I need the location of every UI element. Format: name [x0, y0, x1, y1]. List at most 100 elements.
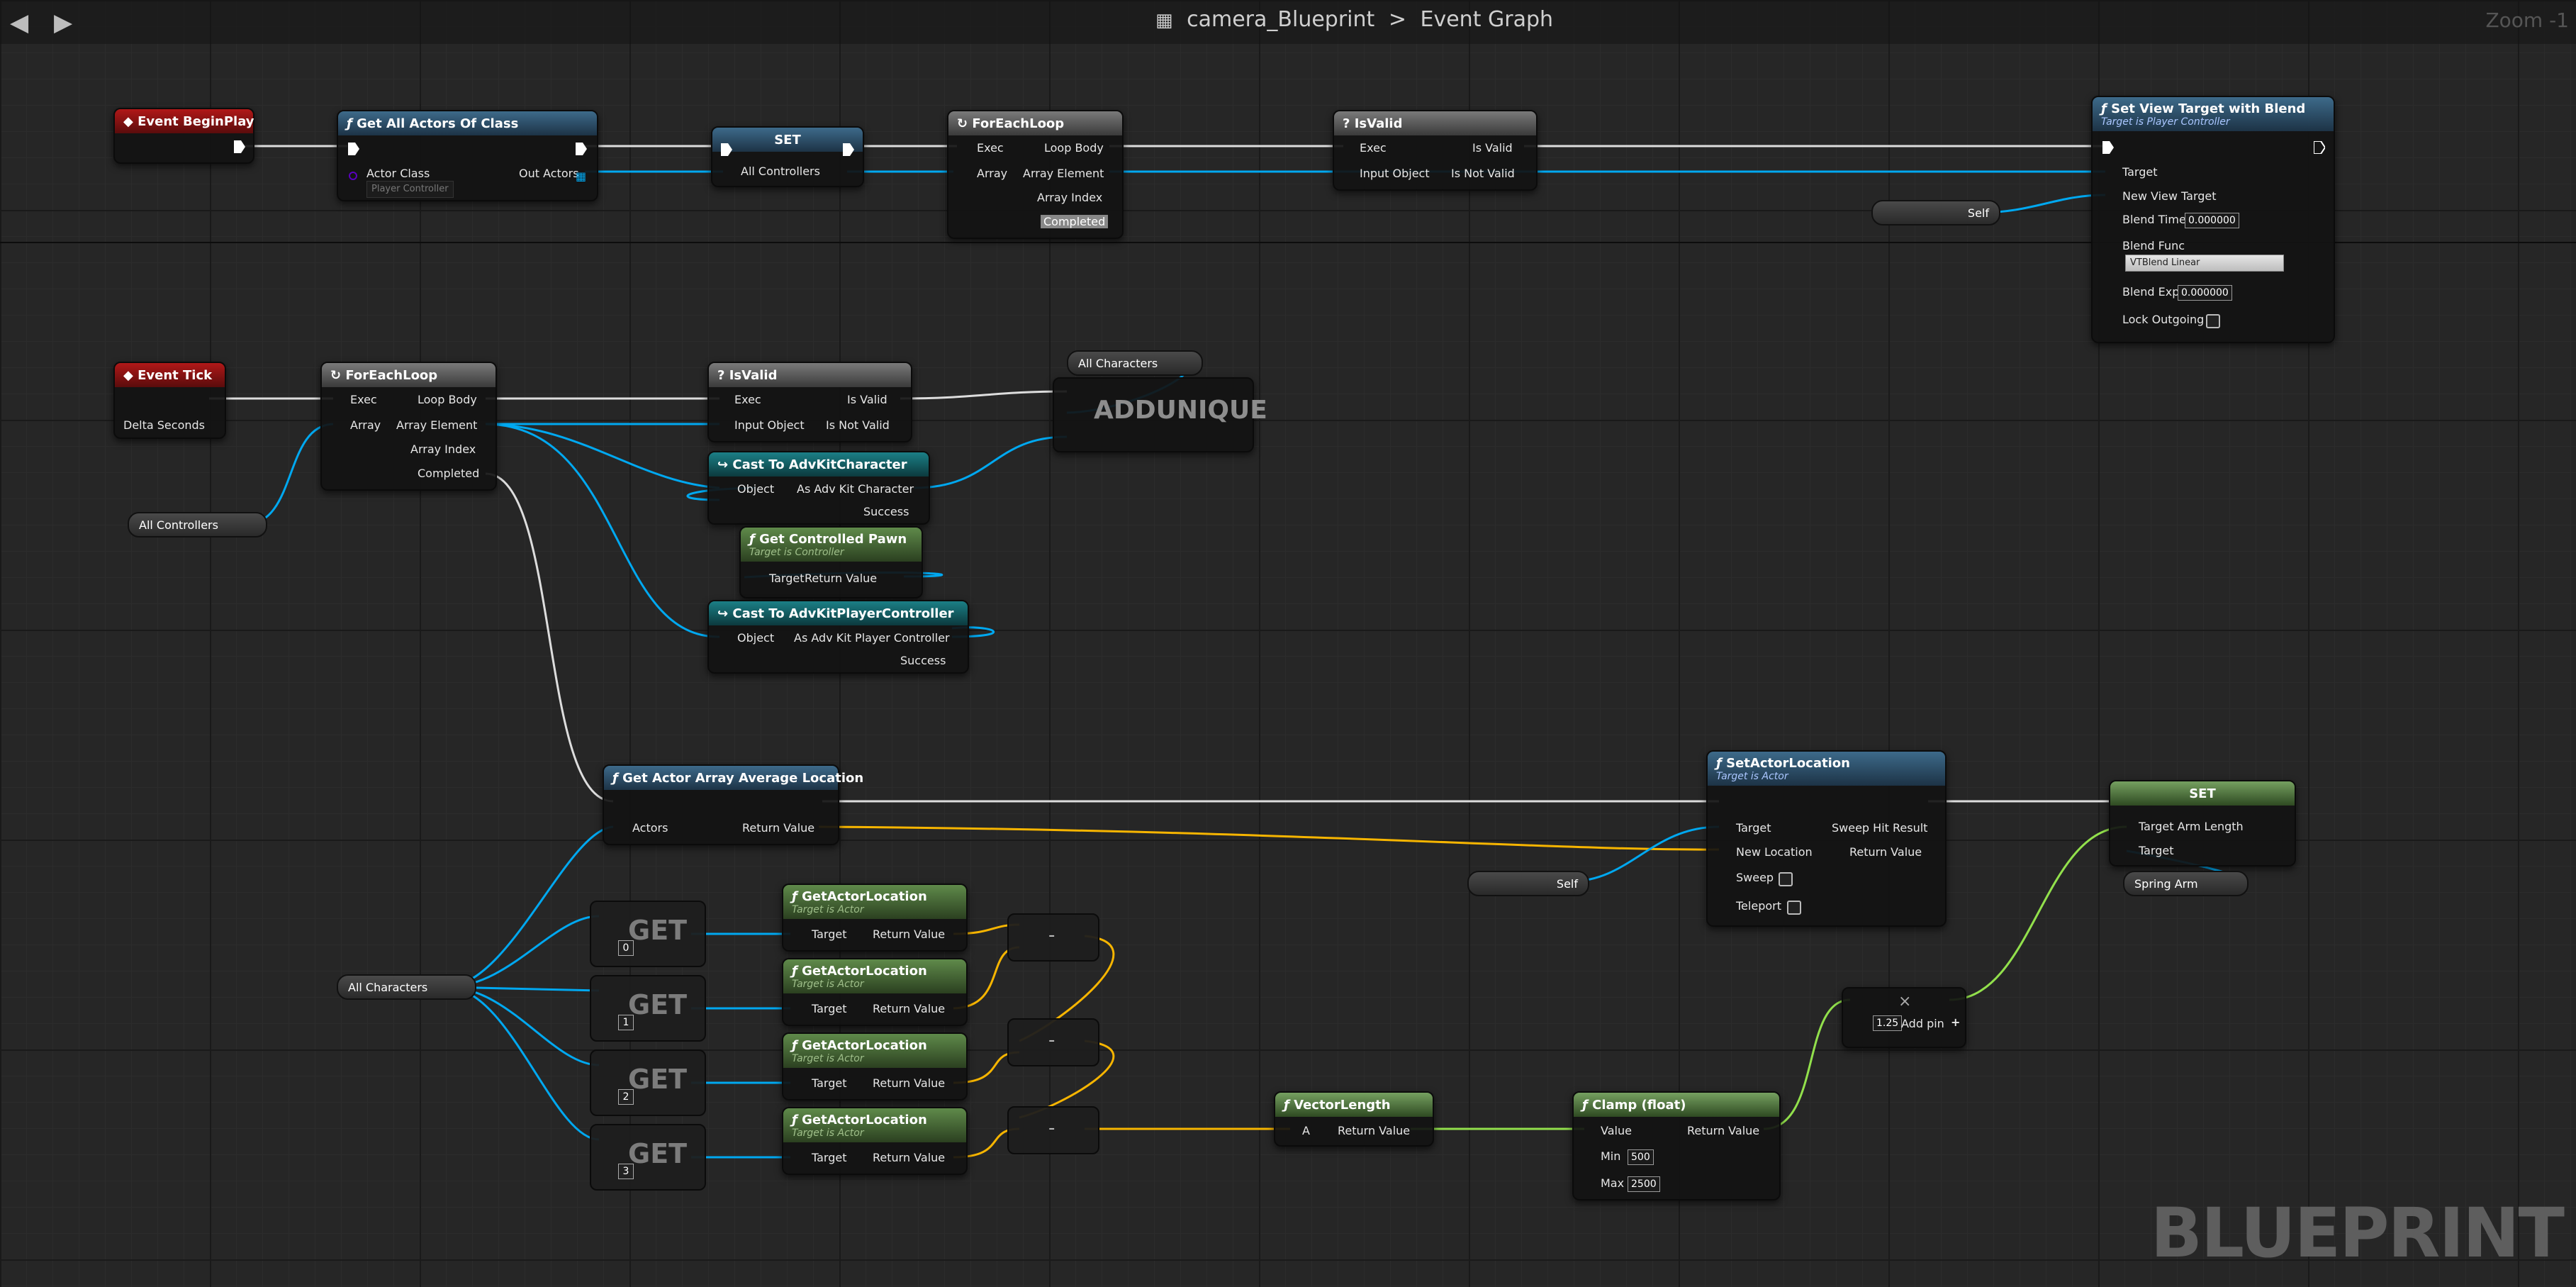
object-wire: [485, 423, 720, 489]
pin-label: Exec: [734, 393, 761, 406]
all-controllers-variable[interactable]: All Controllers: [128, 512, 267, 537]
foreach-loop-node[interactable]: ↻ ForEachLoop Exec Loop Body Array Array…: [947, 110, 1124, 239]
pin-label: Return Value: [873, 1076, 946, 1090]
foreach-loop-node[interactable]: ↻ ForEachLoop Exec Loop Body Array Array…: [320, 362, 497, 491]
add-pin-label[interactable]: Add pin: [1901, 1017, 1944, 1030]
node-title: Clamp (float): [1592, 1097, 1686, 1113]
all-characters-variable[interactable]: All Characters: [337, 974, 476, 1000]
pin-label: Target: [812, 927, 847, 941]
blend-func-select[interactable]: VTBlend Linear: [2125, 255, 2284, 272]
node-subtitle: Target is Actor: [792, 1127, 864, 1139]
vector-length-node[interactable]: ƒ VectorLength A Return Value: [1274, 1091, 1434, 1147]
exec-in-pin[interactable]: [348, 143, 359, 155]
node-header: ↻ ForEachLoop: [948, 111, 1122, 135]
pin-label: Object: [737, 482, 775, 496]
index-field[interactable]: 1: [618, 1015, 634, 1030]
node-title: GetActorLocation: [802, 1112, 927, 1127]
exec-out-pin[interactable]: [576, 143, 587, 155]
exec-out-pin[interactable]: [2314, 141, 2325, 154]
isvalid-node[interactable]: ? IsValid Exec Is Valid Input Object Is …: [707, 362, 912, 442]
self-variable[interactable]: Self: [1467, 871, 1589, 896]
pin-label: Max: [1601, 1176, 1625, 1190]
pin-label: Return Value: [1687, 1124, 1760, 1137]
event-tick-node[interactable]: ◆ Event Tick Delta Seconds: [113, 362, 226, 439]
pin-label: Return Value: [1338, 1124, 1411, 1137]
clamp-float-node[interactable]: ƒ Clamp (float) Value Return Value Min 5…: [1572, 1091, 1781, 1200]
exec-in-pin[interactable]: [2102, 141, 2114, 154]
plus-icon[interactable]: +: [1951, 1015, 1961, 1029]
arrow-left-icon[interactable]: ◀: [10, 9, 29, 37]
index-field[interactable]: 3: [618, 1164, 634, 1179]
max-field[interactable]: 2500: [1628, 1176, 1660, 1192]
exec-pin[interactable]: [234, 140, 245, 153]
class-pin[interactable]: [348, 171, 358, 181]
pin-label: Blend Func: [2122, 239, 2185, 252]
index-field[interactable]: 0: [618, 940, 634, 956]
teleport-checkbox[interactable]: [1787, 901, 1801, 915]
array-pin[interactable]: ▦: [576, 169, 587, 183]
sweep-checkbox[interactable]: [1779, 872, 1793, 886]
node-subtitle: Target is Player Controller: [2101, 116, 2230, 128]
addunique-node[interactable]: ADDUNIQUE: [1053, 377, 1267, 452]
node-title: ADDUNIQUE: [1094, 396, 1267, 425]
get-controlled-pawn-node[interactable]: ƒ Get Controlled Pawn Target is Controll…: [739, 526, 923, 598]
subtract-node[interactable]: -: [1007, 913, 1099, 962]
all-characters-variable[interactable]: All Characters: [1067, 350, 1203, 376]
set-controllers-node[interactable]: SET All Controllers: [711, 126, 864, 187]
node-subtitle: Target is Actor: [792, 903, 864, 915]
spring-arm-variable[interactable]: Spring Arm: [2123, 871, 2249, 896]
get-all-actors-node[interactable]: ƒ Get All Actors Of Class Actor Class Pl…: [337, 110, 598, 201]
blend-exp-field[interactable]: 0.000000: [2178, 285, 2232, 301]
float-wire: [1949, 825, 2127, 1001]
multiply-node[interactable]: × 1.25 Add pin +: [1842, 987, 1966, 1048]
object-wire: [446, 825, 614, 988]
node-header: ↻ ForEachLoop: [322, 363, 495, 387]
isvalid-node[interactable]: ? IsValid Exec Is Valid Input Object Is …: [1333, 110, 1538, 191]
breadcrumb-separator: >: [1388, 7, 1406, 32]
set-target-arm-length-node[interactable]: SET Target Arm Length Target: [2109, 780, 2296, 867]
node-title: GetActorLocation: [802, 963, 927, 979]
multiplier-field[interactable]: 1.25: [1873, 1015, 1903, 1031]
cast-character-node[interactable]: ↪ Cast To AdvKitCharacter Object As Adv …: [707, 451, 930, 525]
subtract-node[interactable]: -: [1007, 1106, 1099, 1154]
node-title: SetActorLocation: [1726, 755, 1850, 771]
pin-label: Target: [769, 572, 805, 585]
arrow-right-icon[interactable]: ▶: [54, 9, 73, 37]
breadcrumb-graph[interactable]: Event Graph: [1420, 7, 1554, 32]
set-view-target-node[interactable]: ƒ Set View Target with Blend Target is P…: [2091, 96, 2335, 343]
pin-label: Array Index: [1037, 191, 1103, 204]
node-title: VectorLength: [1294, 1097, 1391, 1113]
subtract-node[interactable]: -: [1007, 1018, 1099, 1066]
cast-player-controller-node[interactable]: ↪ Cast To AdvKitPlayerController Object …: [707, 600, 969, 674]
event-beginplay-node[interactable]: ◆ Event BeginPlay: [113, 108, 254, 164]
exec-wire: [900, 390, 1068, 400]
pin-label: Out Actors: [519, 167, 579, 180]
min-field[interactable]: 500: [1628, 1149, 1654, 1165]
pin-label: Return Value: [873, 927, 946, 941]
node-subtitle: Target is Actor: [1716, 770, 1788, 782]
exec-in-pin[interactable]: [721, 143, 732, 156]
pin-label: Array Index: [410, 442, 476, 456]
node-title: ForEachLoop: [972, 116, 1065, 131]
lock-outgoing-checkbox[interactable]: [2206, 314, 2220, 328]
object-wire: [914, 435, 1068, 489]
get-actor-array-average-location-node[interactable]: ƒ Get Actor Array Average Location Actor…: [603, 764, 863, 845]
exec-out-pin[interactable]: [843, 143, 854, 156]
self-variable[interactable]: Self: [1871, 200, 2000, 225]
breadcrumb-blueprint[interactable]: camera_Blueprint: [1187, 7, 1375, 32]
blend-time-field[interactable]: 0.000000: [2185, 213, 2239, 228]
actor-class-select[interactable]: Player Controller: [366, 181, 454, 198]
index-field[interactable]: 2: [618, 1089, 634, 1105]
set-actor-location-node[interactable]: ƒ SetActorLocation Target is Actor Targe…: [1706, 750, 1947, 927]
